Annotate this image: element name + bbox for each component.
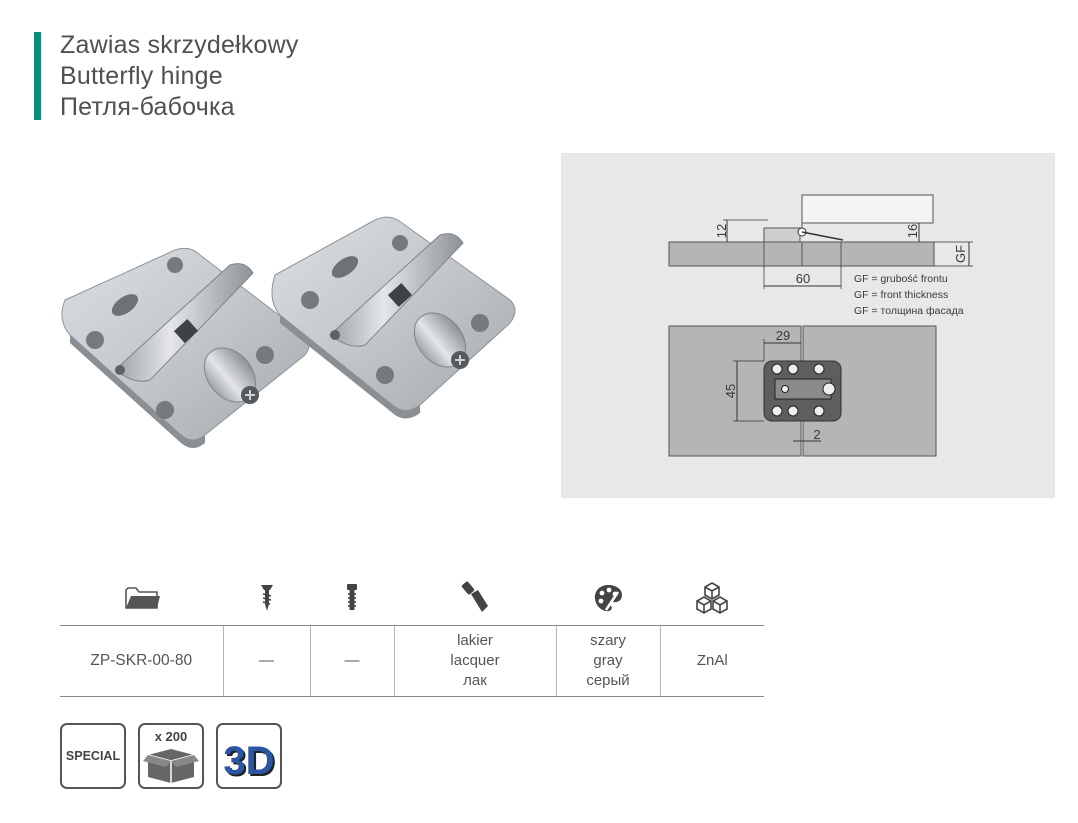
metric-screw-value: — bbox=[310, 625, 395, 697]
dim-2-label: 2 bbox=[813, 427, 820, 442]
spec-value-row: ZP-SKR-00-80 — — lakier lacquer лак szar… bbox=[60, 625, 764, 697]
spec-icon-row bbox=[60, 575, 764, 626]
palette-icon bbox=[594, 585, 622, 612]
wood-screw-icon bbox=[260, 585, 273, 611]
title-english: Butterfly hinge bbox=[60, 62, 223, 90]
metric-screw-icon bbox=[347, 584, 357, 610]
color-russian: серый bbox=[586, 672, 630, 689]
material-cubes-icon bbox=[696, 582, 728, 614]
note-gf-english: GF = front thickness bbox=[854, 289, 948, 301]
3d-icon: 3D 3D bbox=[223, 739, 276, 785]
dim-60-label: 60 bbox=[796, 271, 810, 286]
technical-drawing: 12 16 GF 60 GF = grubość frontu GF = fro… bbox=[561, 153, 1055, 498]
spec-table: ZP-SKR-00-80 — — lakier lacquer лак szar… bbox=[60, 575, 764, 697]
special-badge: SPECIAL bbox=[60, 723, 126, 789]
color-polish: szary bbox=[590, 632, 626, 649]
color-value: szary gray серый bbox=[556, 625, 661, 697]
material-value: ZnAl bbox=[660, 625, 764, 697]
note-gf-polish: GF = grubość frontu bbox=[854, 273, 948, 285]
hinge-left bbox=[61, 247, 310, 448]
box-icon bbox=[143, 749, 199, 783]
dim-16-label: 16 bbox=[905, 224, 920, 238]
paint-brush-icon bbox=[461, 581, 488, 612]
color-english: gray bbox=[593, 652, 623, 669]
dim-45-label: 45 bbox=[723, 384, 738, 398]
dim-12-label: 12 bbox=[714, 224, 729, 238]
pack-quantity-label: x 200 bbox=[154, 729, 188, 744]
finish-value: lakier lacquer лак bbox=[394, 625, 557, 697]
note-gf-russian: GF = толщина фасада bbox=[854, 305, 964, 317]
wood-screw-value: — bbox=[223, 625, 311, 697]
pack-quantity-badge: x 200 bbox=[138, 723, 204, 789]
3d-model-badge[interactable]: 3D 3D bbox=[216, 723, 282, 789]
hinge-right bbox=[271, 216, 516, 419]
side-view-open-leaf bbox=[801, 194, 934, 229]
product-photo bbox=[55, 205, 535, 465]
finish-russian: лак bbox=[463, 672, 487, 689]
title-accent-bar bbox=[34, 32, 41, 120]
svg-text:3D: 3D bbox=[225, 741, 276, 785]
folder-icon bbox=[124, 587, 160, 609]
title-russian: Петля-бабочка bbox=[60, 93, 235, 121]
dim-29-label: 29 bbox=[776, 328, 790, 343]
svg-text:3D: 3D bbox=[223, 739, 274, 783]
finish-english: lacquer bbox=[450, 652, 500, 669]
title-polish: Zawias skrzydełkowy bbox=[60, 31, 299, 59]
dim-gf-label: GF bbox=[953, 245, 968, 263]
finish-polish: lakier bbox=[457, 632, 493, 649]
product-title: Zawias skrzydełkowy Butterfly hinge Петл… bbox=[60, 30, 299, 123]
special-badge-label: SPECIAL bbox=[65, 749, 121, 763]
product-code: ZP-SKR-00-80 bbox=[60, 625, 224, 697]
